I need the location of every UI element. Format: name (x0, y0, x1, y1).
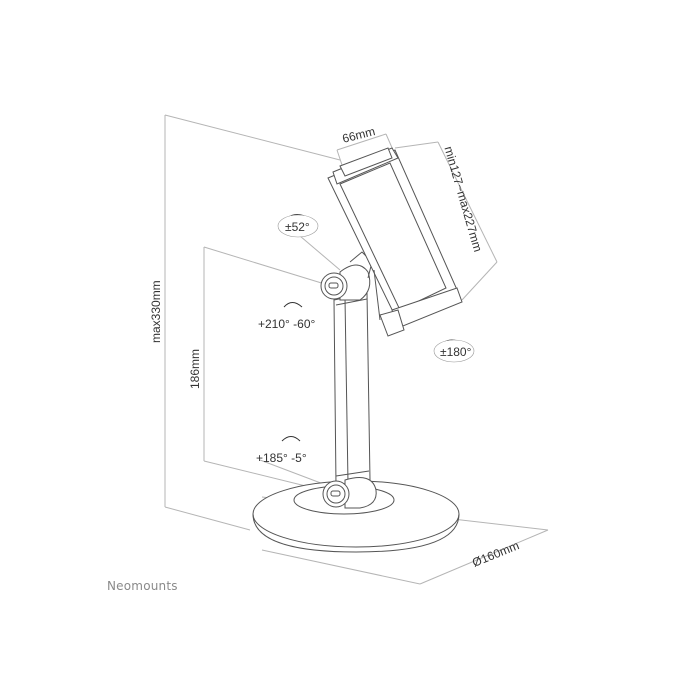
lower-joint (322, 477, 377, 509)
upper-joint (320, 251, 373, 301)
rotate-label: ±180° (440, 345, 472, 359)
lower-joint-rotation-label: +185° -5° (256, 451, 307, 465)
tilt-label: ±52° (285, 220, 310, 234)
pole (333, 292, 371, 486)
max-height-label: max330mm (149, 280, 163, 343)
tablet-holder (327, 147, 463, 337)
upper-joint-rotation-label: +210° -60° (258, 317, 316, 331)
brand-logo: Neomounts (107, 579, 178, 593)
rotation-ellipses (277, 214, 475, 363)
pole-height-label: 186mm (188, 348, 202, 389)
